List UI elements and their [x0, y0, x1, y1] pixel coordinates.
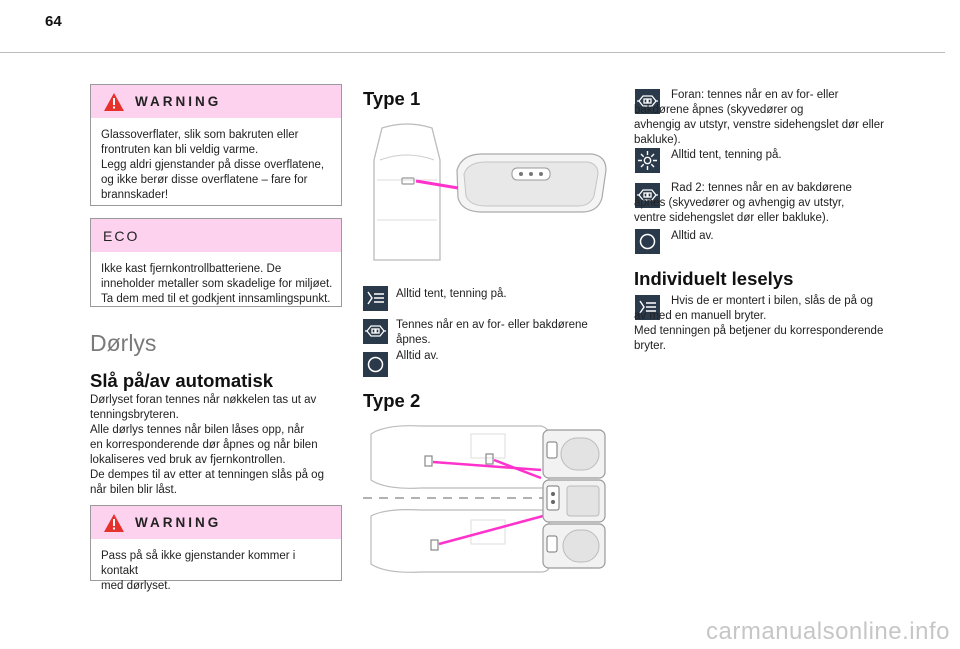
interior-light-on-icon	[363, 286, 388, 311]
warning-body-2: Pass på så ikke gjenstander kommer i kon…	[101, 550, 296, 592]
type1-item-3: Alltid av.	[396, 350, 439, 362]
warning-title: WARNING	[135, 94, 222, 109]
type2-heading: Type 2	[363, 390, 421, 411]
type2-illustration	[363, 425, 606, 573]
warning-header: WARNING	[91, 85, 341, 118]
warning-title: WARNING	[135, 515, 222, 530]
col3-item-3: Rad 2: tennes når en av bakdørene åpnes …	[634, 182, 852, 224]
header-rule	[0, 52, 945, 53]
col3-item-1: Foran: tennes når en av for- eller bakdø…	[634, 89, 884, 146]
eco-header: ECO	[91, 219, 341, 252]
footer-watermark: carmanualsonline.info	[706, 618, 950, 645]
door-light-icon	[635, 183, 660, 208]
individual-heading: Individuelt leselys	[634, 268, 794, 289]
eco-body: Ikke kast fjernkontrollbatteriene. De in…	[101, 263, 333, 305]
warning-triangle-icon	[104, 513, 124, 532]
section-title: Dørlys	[90, 330, 157, 356]
type1-heading: Type 1	[363, 88, 421, 109]
light-off-icon	[635, 229, 660, 254]
warning-box-glass: WARNING Glassoverflater, slik som bakrut…	[90, 84, 342, 206]
door-light-icon	[635, 89, 660, 114]
type1-illustration	[373, 123, 607, 261]
page-number: 64	[45, 13, 62, 30]
interior-light-on-icon	[635, 295, 660, 320]
eco-title: ECO	[103, 227, 140, 244]
auto-body: Dørlyset foran tennes når nøkkelen tas u…	[90, 394, 324, 496]
col3-item-4: Alltid av.	[671, 230, 714, 242]
auto-heading: Slå på/av automatisk	[90, 370, 274, 391]
warning-box-objects: WARNING Pass på så ikke gjenstander komm…	[90, 505, 342, 592]
warning-triangle-icon	[104, 92, 124, 111]
eco-box: ECO Ikke kast fjernkontrollbatteriene. D…	[90, 218, 342, 307]
sun-light-icon	[635, 148, 660, 173]
door-light-icon	[363, 319, 388, 344]
type1-item-2: Tennes når en av for- eller bakdørene åp…	[396, 319, 588, 346]
type1-item-1: Alltid tent, tenning på.	[396, 288, 507, 300]
light-off-icon	[363, 352, 388, 377]
individual-body: Hvis de er montert i bilen, slås de på o…	[634, 295, 884, 352]
warning-header-2: WARNING	[91, 506, 341, 539]
col3-item-2: Alltid tent, tenning på.	[671, 149, 782, 161]
warning-body: Glassoverflater, slik som bakruten eller…	[101, 129, 325, 201]
